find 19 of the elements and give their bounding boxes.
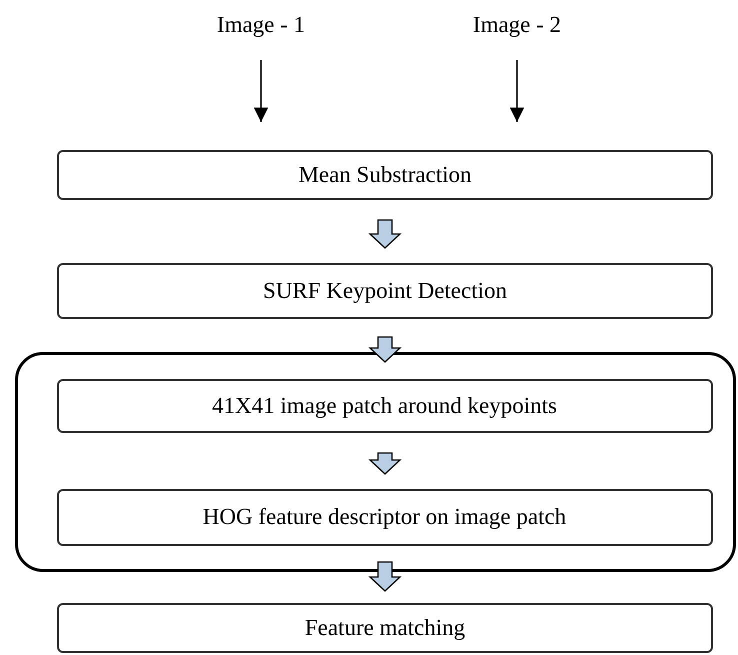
- block-arrow: [368, 219, 402, 249]
- group-outline: [15, 352, 736, 572]
- process-box: [57, 150, 713, 200]
- process-box: [57, 263, 713, 319]
- input-label: Image - 1: [216, 12, 306, 38]
- process-box: [57, 603, 713, 653]
- input-label: Image - 2: [472, 12, 562, 38]
- step-label: SURF Keypoint Detection: [262, 278, 508, 304]
- arrow: [254, 60, 268, 122]
- arrow: [510, 60, 524, 122]
- step-label: Feature matching: [304, 615, 466, 641]
- process-box: [56, 378, 712, 432]
- step-label: HOG feature descriptor on image patch: [202, 504, 566, 530]
- process-box: [56, 488, 712, 546]
- block-arrow: [368, 561, 402, 592]
- block-arrow: [368, 336, 402, 363]
- block-arrow: [368, 452, 402, 475]
- step-label: Mean Substraction: [298, 162, 472, 188]
- step-label: 41X41 image patch around keypoints: [212, 392, 557, 418]
